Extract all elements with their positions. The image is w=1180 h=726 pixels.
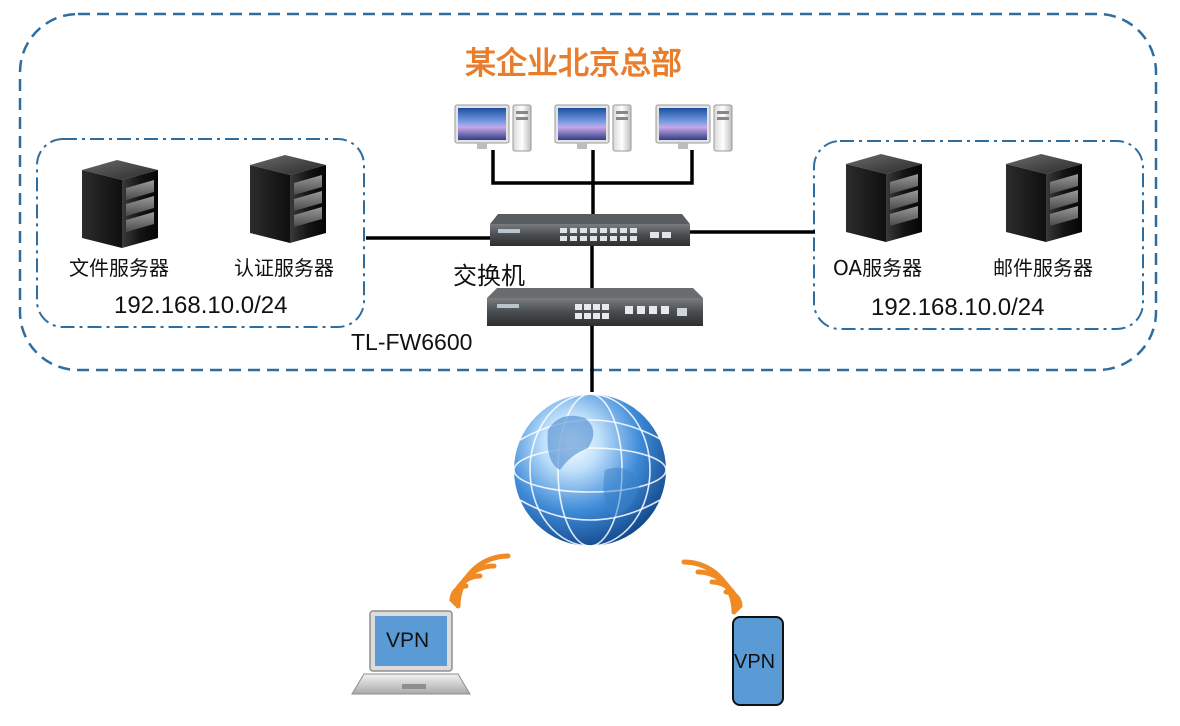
page-title: 某企业北京总部 [465, 46, 682, 82]
connection-lines [366, 150, 815, 392]
firewall-icon [487, 288, 703, 326]
phone-vpn-label: VPN [734, 651, 776, 673]
server-icon [1006, 154, 1082, 242]
server-label-file: 文件服务器 [69, 256, 169, 280]
server-icon [250, 155, 326, 243]
wireless-signal-icon [681, 559, 743, 615]
internet-globe-icon [513, 393, 667, 547]
server-icon [82, 160, 158, 248]
desktop-computer-icon [554, 104, 632, 152]
right-server-group [813, 140, 1144, 330]
switch-icon [490, 214, 690, 246]
phone-icon [732, 616, 784, 706]
laptop-icon [351, 610, 471, 695]
desktop-computer-icon [454, 104, 532, 152]
firewall-label: TL-FW6600 [351, 329, 473, 355]
server-label-auth: 认证服务器 [234, 256, 334, 280]
wireless-signal-icon [449, 553, 511, 609]
laptop-vpn-label: VPN [386, 629, 430, 652]
left-subnet-label: 192.168.10.0/24 [114, 292, 288, 319]
right-subnet-label: 192.168.10.0/24 [871, 294, 1045, 321]
desktop-computer-icon [655, 104, 733, 152]
server-label-oa: OA服务器 [833, 256, 923, 280]
server-label-mail: 邮件服务器 [993, 256, 1093, 280]
server-icon [846, 154, 922, 242]
switch-label: 交换机 [453, 263, 525, 290]
left-server-group [36, 138, 365, 328]
